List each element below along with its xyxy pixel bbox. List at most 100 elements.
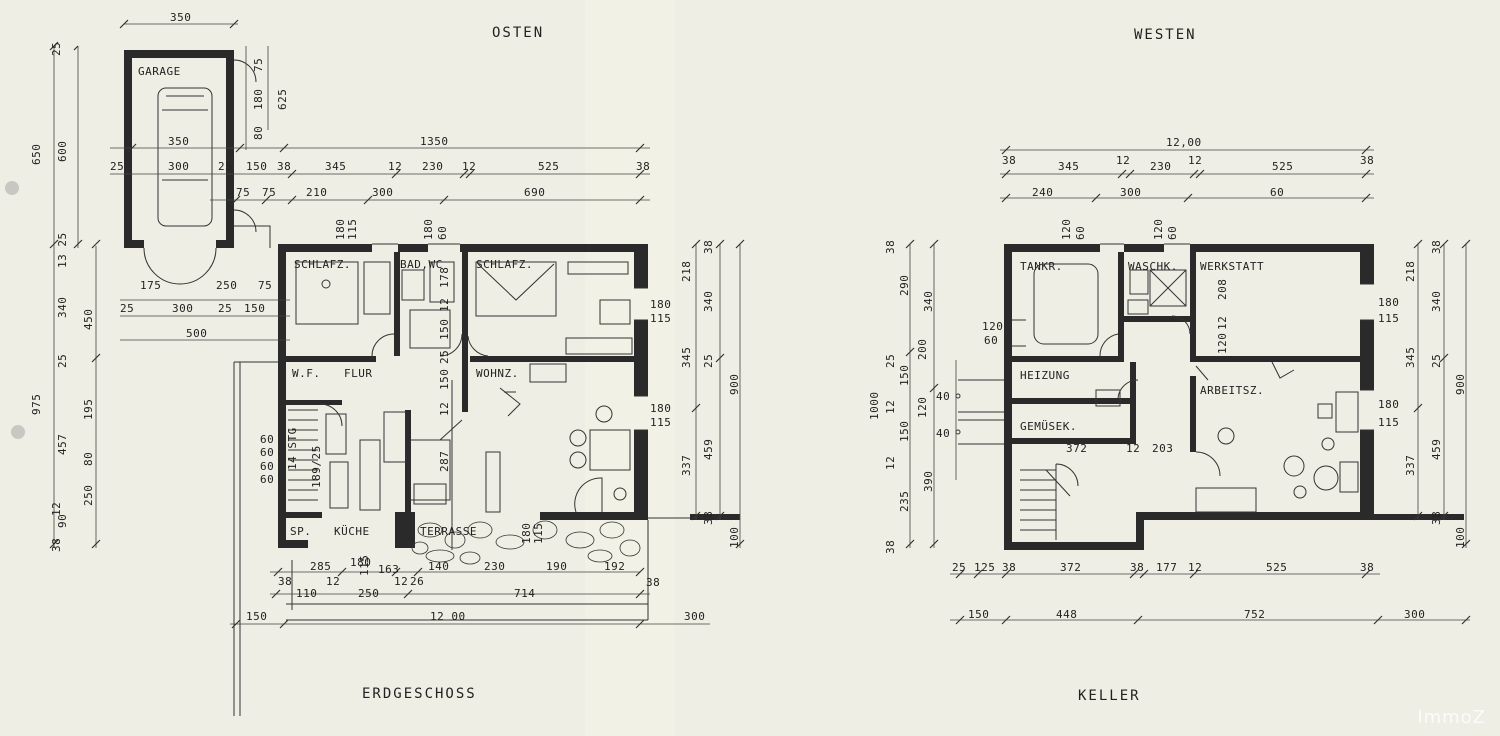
svg-text:60: 60 (260, 446, 274, 459)
svg-text:38: 38 (636, 160, 650, 173)
room-label-heizung: HEIZUNG (1020, 369, 1070, 382)
svg-text:12: 12 (394, 575, 408, 588)
svg-text:60: 60 (1270, 186, 1284, 199)
svg-text:150: 150 (898, 365, 911, 386)
svg-text:230: 230 (422, 160, 443, 173)
svg-text:60: 60 (260, 433, 274, 446)
svg-text:218: 218 (1404, 261, 1417, 282)
floor-title-ground: ERDGESCHOSS (362, 686, 477, 702)
svg-text:192: 192 (604, 560, 625, 573)
svg-text:210: 210 (306, 186, 327, 199)
floor-title-basement: KELLER (1078, 688, 1141, 704)
room-label-garage: GARAGE (138, 65, 181, 78)
svg-text:340: 340 (922, 291, 935, 312)
svg-text:38: 38 (702, 511, 715, 525)
svg-text:372: 372 (1066, 442, 1087, 455)
terrace-stones (411, 520, 641, 565)
svg-text:12: 12 (884, 456, 897, 470)
svg-text:525: 525 (1266, 561, 1287, 574)
svg-text:372: 372 (1060, 561, 1081, 574)
svg-text:180: 180 (422, 219, 435, 240)
svg-text:25: 25 (110, 160, 124, 173)
svg-text:300: 300 (684, 610, 705, 623)
svg-text:175: 175 (140, 279, 161, 292)
svg-text:525: 525 (1272, 160, 1293, 173)
svg-text:90: 90 (56, 514, 69, 528)
svg-text:195: 195 (82, 399, 95, 420)
svg-text:345: 345 (680, 347, 693, 368)
svg-text:100: 100 (1454, 527, 1467, 548)
svg-text:120: 120 (1152, 219, 1165, 240)
svg-text:25: 25 (218, 302, 232, 315)
svg-text:60: 60 (984, 334, 998, 347)
room-label-arbeitsz: ARBEITSZ. (1200, 384, 1264, 397)
room-label-tankr: TANKR. (1020, 260, 1063, 273)
svg-text:150: 150 (438, 319, 451, 340)
svg-text:75: 75 (236, 186, 250, 199)
orientation-west: WESTEN (1134, 27, 1197, 43)
svg-text:180: 180 (334, 219, 347, 240)
paper-fold (585, 0, 675, 736)
room-label-waschk: WASCHK. (1128, 260, 1178, 273)
svg-text:230: 230 (484, 560, 505, 573)
svg-text:38: 38 (1002, 154, 1016, 167)
svg-text:459: 459 (1430, 439, 1443, 460)
svg-text:38: 38 (884, 540, 897, 554)
svg-text:150: 150 (898, 421, 911, 442)
svg-text:115: 115 (358, 555, 371, 576)
svg-text:150: 150 (968, 608, 989, 621)
watermark-logo: ImmoZ (1417, 707, 1486, 728)
svg-text:300: 300 (172, 302, 193, 315)
ground-dimension-lines (49, 19, 745, 629)
svg-text:38: 38 (277, 160, 291, 173)
svg-text:975: 975 (30, 394, 43, 415)
svg-text:340: 340 (702, 291, 715, 312)
svg-text:38: 38 (646, 576, 660, 589)
svg-text:12: 12 (1188, 561, 1202, 574)
svg-text:340: 340 (56, 297, 69, 318)
svg-text:250: 250 (82, 485, 95, 506)
room-label-schlafz-1: SCHLAFZ. (294, 258, 351, 271)
svg-text:300: 300 (168, 160, 189, 173)
svg-text:12: 12 (1126, 442, 1140, 455)
svg-text:25: 25 (952, 561, 966, 574)
svg-text:150: 150 (244, 302, 265, 315)
svg-text:110: 110 (296, 587, 317, 600)
svg-text:12: 12 (1116, 154, 1130, 167)
svg-text:600: 600 (56, 141, 69, 162)
svg-text:200: 200 (916, 339, 929, 360)
svg-text:12,00: 12,00 (1166, 136, 1202, 149)
svg-text:150: 150 (246, 610, 267, 623)
svg-text:12: 12 (462, 160, 476, 173)
svg-text:38: 38 (702, 240, 715, 254)
svg-text:345: 345 (1058, 160, 1079, 173)
svg-text:180: 180 (650, 298, 671, 311)
svg-text:140: 140 (428, 560, 449, 573)
svg-text:120: 120 (1216, 333, 1229, 354)
stair-ratio: 189/25 (310, 445, 323, 488)
svg-text:300: 300 (372, 186, 393, 199)
svg-text:25: 25 (702, 354, 715, 368)
room-label-kueche: KÜCHE (334, 525, 370, 538)
svg-text:457: 457 (56, 434, 69, 455)
room-label-terrasse: TERRASSE (420, 525, 477, 538)
garage-outline (124, 50, 271, 285)
svg-text:38: 38 (1430, 240, 1443, 254)
svg-text:12: 12 (438, 298, 451, 312)
svg-text:300: 300 (1120, 186, 1141, 199)
svg-text:500: 500 (186, 327, 207, 340)
svg-text:75: 75 (258, 279, 272, 292)
svg-text:38: 38 (884, 240, 897, 254)
ground-floor-plan: GARAGE SCHLAFZ. BAD,WC SCHLAFZ. W.F. FLU… (30, 11, 745, 716)
house-walls-ground (278, 244, 648, 548)
basement-furniture (955, 243, 1374, 540)
svg-text:60: 60 (1166, 226, 1179, 240)
svg-text:345: 345 (325, 160, 346, 173)
room-label-wohnz: WOHNZ. (476, 367, 519, 380)
svg-text:180: 180 (1378, 296, 1399, 309)
svg-text:80: 80 (252, 126, 265, 140)
svg-text:650: 650 (30, 144, 43, 165)
svg-text:120: 120 (916, 397, 929, 418)
svg-text:340: 340 (1430, 291, 1443, 312)
svg-text:12 00: 12 00 (430, 610, 466, 623)
